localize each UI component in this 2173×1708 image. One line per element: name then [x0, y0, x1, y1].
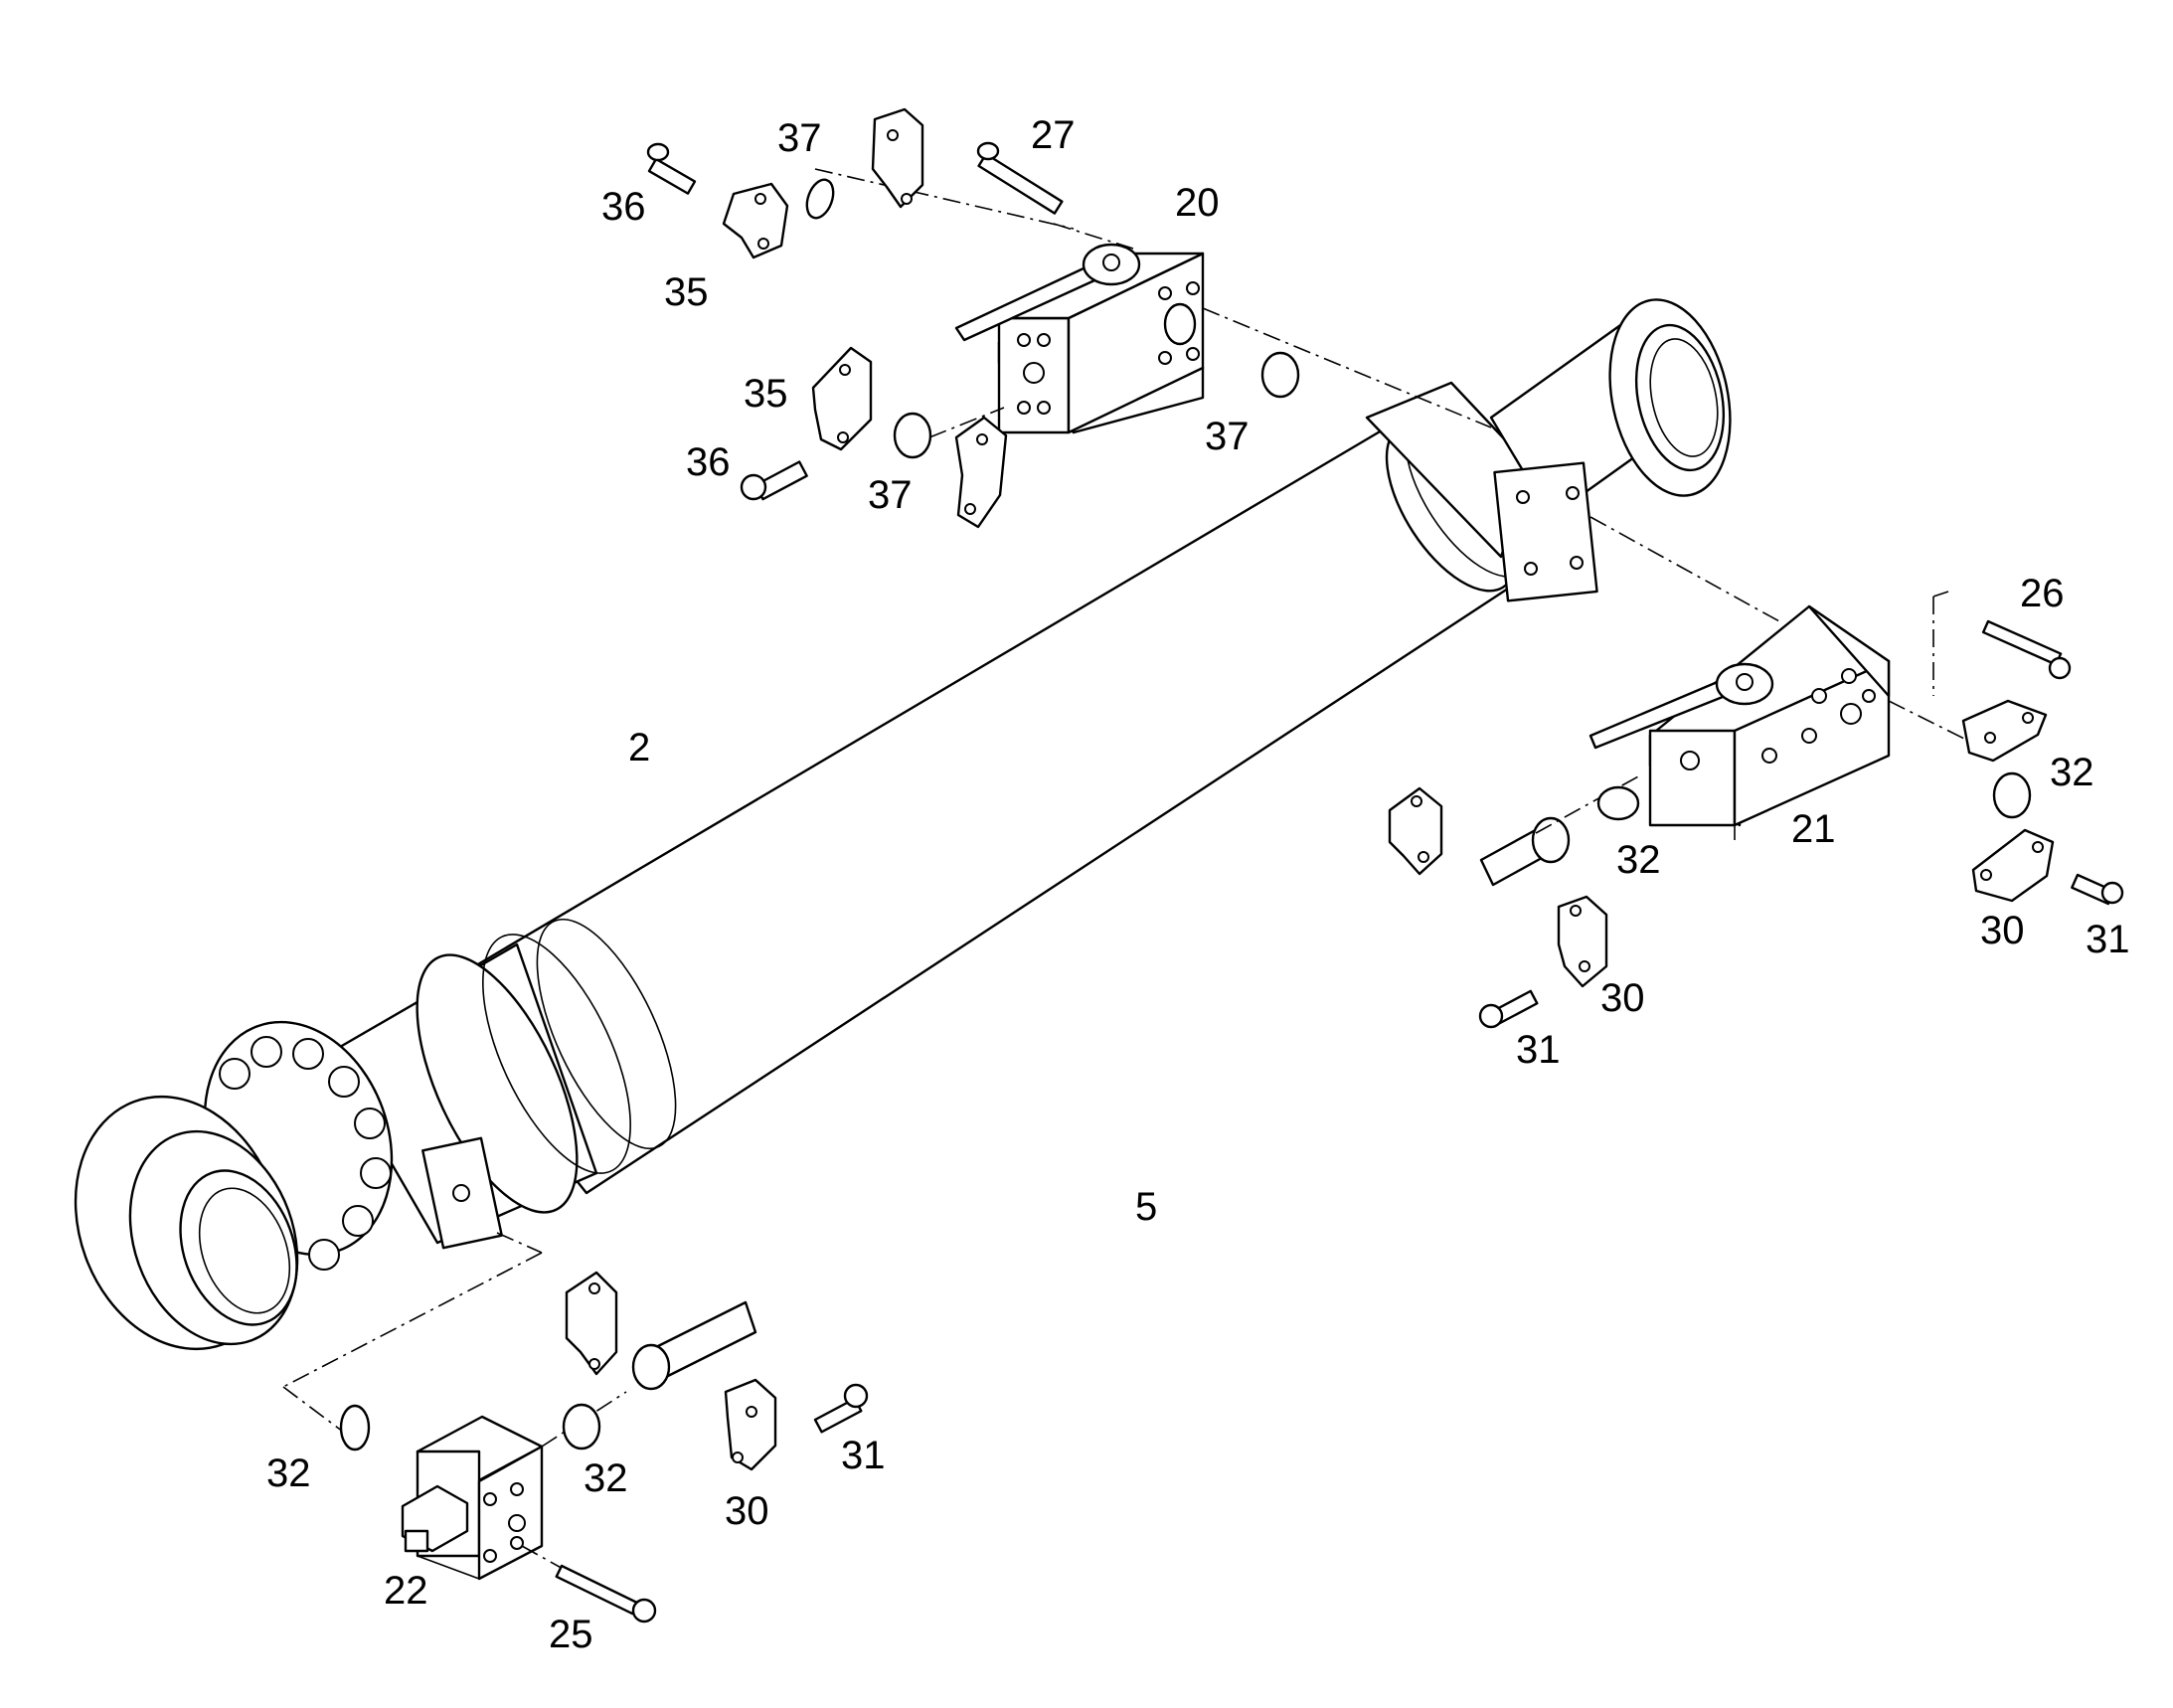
cylinder-head-end	[74, 918, 677, 1351]
clamp-35b	[871, 107, 924, 209]
label-part-30c: 30	[725, 1489, 769, 1533]
label-part-37b: 37	[1205, 415, 1250, 458]
clamp-30b	[1557, 895, 1608, 988]
clamp-30d	[1971, 828, 2055, 903]
clamp-30a	[1388, 786, 1443, 876]
clamp-35a	[722, 182, 789, 259]
label-part-32d: 32	[584, 1456, 628, 1500]
o-ring-37c	[893, 412, 932, 459]
bolt-36b	[740, 460, 808, 501]
label-part-35b: 35	[744, 372, 788, 416]
clamp-35d	[954, 416, 1008, 529]
bolt-36a	[646, 142, 697, 195]
hose-assembly-5	[631, 816, 1571, 1391]
label-part-31c: 31	[841, 1434, 886, 1477]
valve-block-22	[401, 1415, 544, 1581]
label-part-22: 22	[384, 1569, 428, 1613]
clamp-30c	[1961, 699, 2048, 763]
label-part-2: 2	[628, 726, 651, 769]
o-ring-32a	[1596, 785, 1640, 821]
bolt-31a	[2071, 873, 2124, 906]
label-part-20: 20	[1175, 181, 1220, 225]
o-ring-37a	[805, 178, 835, 220]
label-part-31b: 31	[1516, 1028, 1561, 1072]
o-ring-37b	[1260, 351, 1300, 399]
label-part-21: 21	[1791, 807, 1836, 851]
label-part-32b: 32	[1616, 838, 1661, 882]
valve-block-20	[954, 243, 1205, 434]
o-ring-32d	[562, 1403, 601, 1451]
label-part-30b: 30	[1600, 976, 1645, 1020]
label-part-30a: 30	[1980, 909, 2025, 952]
bolt-31b	[1478, 989, 1539, 1029]
label-part-32c: 32	[266, 1452, 311, 1495]
label-part-36b: 36	[686, 440, 731, 484]
label-part-37c: 37	[868, 473, 913, 517]
label-part-27: 27	[1031, 113, 1076, 157]
o-ring-32b	[1992, 771, 2032, 819]
label-part-31a: 31	[2086, 918, 2130, 961]
label-part-36a: 36	[601, 185, 646, 229]
label-part-37a: 37	[777, 116, 822, 160]
cylinder-rod-eye	[1489, 298, 1732, 602]
bolt-26	[1981, 619, 2072, 680]
bolt-25	[555, 1564, 657, 1623]
bolt-31c	[813, 1383, 869, 1434]
clamp-35c	[811, 346, 873, 451]
o-ring-32c	[339, 1404, 371, 1452]
clamp-30f	[724, 1378, 777, 1471]
label-part-26: 26	[2020, 572, 2065, 615]
flange-clamps	[565, 107, 2055, 1471]
bolts	[555, 141, 2124, 1623]
label-part-5: 5	[1135, 1185, 1158, 1229]
bolt-27	[976, 141, 1064, 215]
clamp-30e	[565, 1271, 618, 1376]
label-part-32a: 32	[2050, 751, 2094, 794]
o-rings	[339, 178, 2032, 1452]
label-part-25: 25	[549, 1613, 593, 1656]
label-part-35a: 35	[664, 270, 709, 314]
valve-block-21	[1588, 604, 1891, 840]
